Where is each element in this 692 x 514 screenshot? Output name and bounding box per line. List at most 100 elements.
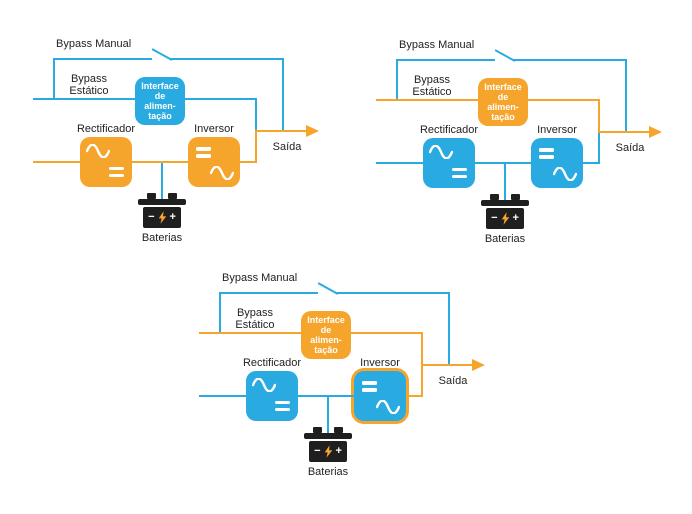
inverter-box bbox=[188, 137, 240, 187]
bypass-estatico-label: Bypass Estático bbox=[224, 307, 286, 331]
dc-equals-icon bbox=[539, 148, 554, 159]
interface-alimentacao-box: Interface de alimen- tação bbox=[301, 311, 351, 359]
dc-bus-line bbox=[132, 161, 188, 163]
interface-text-line4: tação bbox=[148, 111, 172, 121]
sine-wave-icon bbox=[429, 145, 453, 159]
interface-text-line1: Interface bbox=[484, 82, 522, 92]
inversor-label: Inversor bbox=[537, 124, 577, 136]
sine-wave-icon bbox=[252, 378, 276, 392]
battery-body: − + bbox=[309, 441, 347, 462]
interface-alimentacao-text: Interface de alimen- tação bbox=[484, 82, 522, 122]
bypass-manual-line-right bbox=[170, 58, 284, 60]
battery-minus: − bbox=[148, 211, 155, 223]
saida-label: Saída bbox=[438, 375, 468, 387]
battery-lid bbox=[138, 199, 186, 205]
bypass-manual-line-left bbox=[396, 59, 495, 61]
battery-body: − + bbox=[486, 208, 524, 229]
bypass-manual-drop-line bbox=[625, 59, 627, 133]
bypass-left-vertical-line bbox=[219, 292, 221, 334]
interface-alimentacao-text: Interface de alimen- tação bbox=[141, 81, 179, 121]
battery-tap-line bbox=[161, 163, 163, 200]
inversor-label: Inversor bbox=[194, 123, 234, 135]
output-arrowhead-icon bbox=[649, 126, 662, 138]
dc-bus-line bbox=[475, 162, 531, 164]
interface-text-line2: de bbox=[320, 325, 332, 335]
output-line bbox=[255, 130, 307, 132]
bypass-manual-label: Bypass Manual bbox=[222, 272, 298, 284]
battery-plus: + bbox=[169, 211, 176, 223]
output-arrowhead-icon bbox=[472, 359, 485, 371]
junction-upper-line bbox=[255, 98, 257, 132]
bypass-manual-line-left bbox=[219, 292, 318, 294]
bypass-estatico-label-line1: Bypass bbox=[70, 73, 108, 85]
baterias-label: Baterias bbox=[141, 232, 183, 244]
bypass-estatico-label-line1: Bypass bbox=[236, 307, 274, 319]
interface-text-line1: Interface bbox=[307, 315, 345, 325]
battery-tap-line bbox=[327, 397, 329, 434]
dc-bus-line bbox=[298, 395, 354, 397]
input-line bbox=[33, 161, 80, 163]
dc-equals-icon bbox=[452, 167, 467, 178]
baterias-label: Baterias bbox=[307, 466, 349, 478]
battery-terminal bbox=[313, 427, 322, 433]
battery-minus: − bbox=[314, 445, 321, 457]
interface-text-line2: de bbox=[497, 92, 509, 102]
battery-lid bbox=[481, 200, 529, 206]
lightning-bolt-icon bbox=[158, 211, 166, 224]
interface-text-line3: alimen- bbox=[144, 101, 176, 111]
battery-minus: − bbox=[491, 212, 498, 224]
input-line bbox=[376, 162, 423, 164]
output-arrowhead-icon bbox=[306, 125, 319, 137]
dc-equals-icon bbox=[275, 400, 290, 411]
ups-diagram-online-mode: Bypass Manual Bypass Estático Saída Inte… bbox=[30, 36, 322, 248]
battery-plus: + bbox=[512, 212, 519, 224]
ups-diagram-static-bypass-mode: Bypass Manual Bypass Estático Saída Inte… bbox=[373, 37, 665, 249]
battery-terminal bbox=[147, 193, 156, 199]
bypass-manual-label: Bypass Manual bbox=[56, 38, 132, 50]
sine-wave-icon bbox=[553, 167, 577, 181]
rectifier-box bbox=[80, 137, 132, 187]
output-line bbox=[421, 364, 473, 366]
bypass-manual-drop-line bbox=[282, 58, 284, 132]
rectificador-label: Rectificador bbox=[242, 357, 302, 369]
bypass-manual-drop-line bbox=[448, 292, 450, 366]
input-line bbox=[199, 395, 246, 397]
dc-equals-icon bbox=[196, 147, 211, 158]
dc-equals-icon bbox=[109, 166, 124, 177]
bypass-estatico-label-line2: Estático bbox=[235, 319, 275, 331]
interface-text-line2: de bbox=[154, 91, 166, 101]
dc-equals-icon bbox=[362, 381, 377, 392]
interface-text-line4: tação bbox=[314, 345, 338, 355]
junction-upper-line bbox=[421, 332, 423, 366]
interface-text-line4: tação bbox=[491, 112, 515, 122]
output-line bbox=[598, 131, 650, 133]
inverter-box bbox=[354, 371, 406, 421]
bypass-estatico-label: Bypass Estático bbox=[401, 74, 463, 98]
bypass-manual-line-right bbox=[513, 59, 627, 61]
battery-lid bbox=[304, 433, 352, 439]
lightning-bolt-icon bbox=[501, 212, 509, 225]
sine-wave-icon bbox=[210, 166, 234, 180]
junction-lower-line bbox=[255, 131, 257, 163]
battery-body: − + bbox=[143, 207, 181, 228]
lightning-bolt-icon bbox=[324, 445, 332, 458]
rectificador-label: Rectificador bbox=[419, 124, 479, 136]
ups-diagram-eco-mode: Bypass Manual Bypass Estático Saída Inte… bbox=[196, 270, 488, 482]
battery-tap-line bbox=[504, 164, 506, 201]
bypass-manual-label: Bypass Manual bbox=[399, 39, 475, 51]
saida-label: Saída bbox=[272, 141, 302, 153]
bypass-estatico-label-line2: Estático bbox=[69, 85, 109, 97]
rectifier-box bbox=[423, 138, 475, 188]
junction-lower-line bbox=[421, 365, 423, 397]
junction-upper-line bbox=[598, 99, 600, 133]
inversor-label: Inversor bbox=[360, 357, 400, 369]
inverter-output-line bbox=[240, 161, 256, 163]
interface-text-line3: alimen- bbox=[310, 335, 342, 345]
baterias-label: Baterias bbox=[484, 233, 526, 245]
interface-alimentacao-box: Interface de alimen- tação bbox=[135, 77, 185, 125]
sine-wave-icon bbox=[376, 400, 400, 414]
battery-terminal bbox=[168, 193, 177, 199]
bypass-left-vertical-line bbox=[396, 59, 398, 101]
bypass-estatico-label-line1: Bypass bbox=[413, 74, 451, 86]
